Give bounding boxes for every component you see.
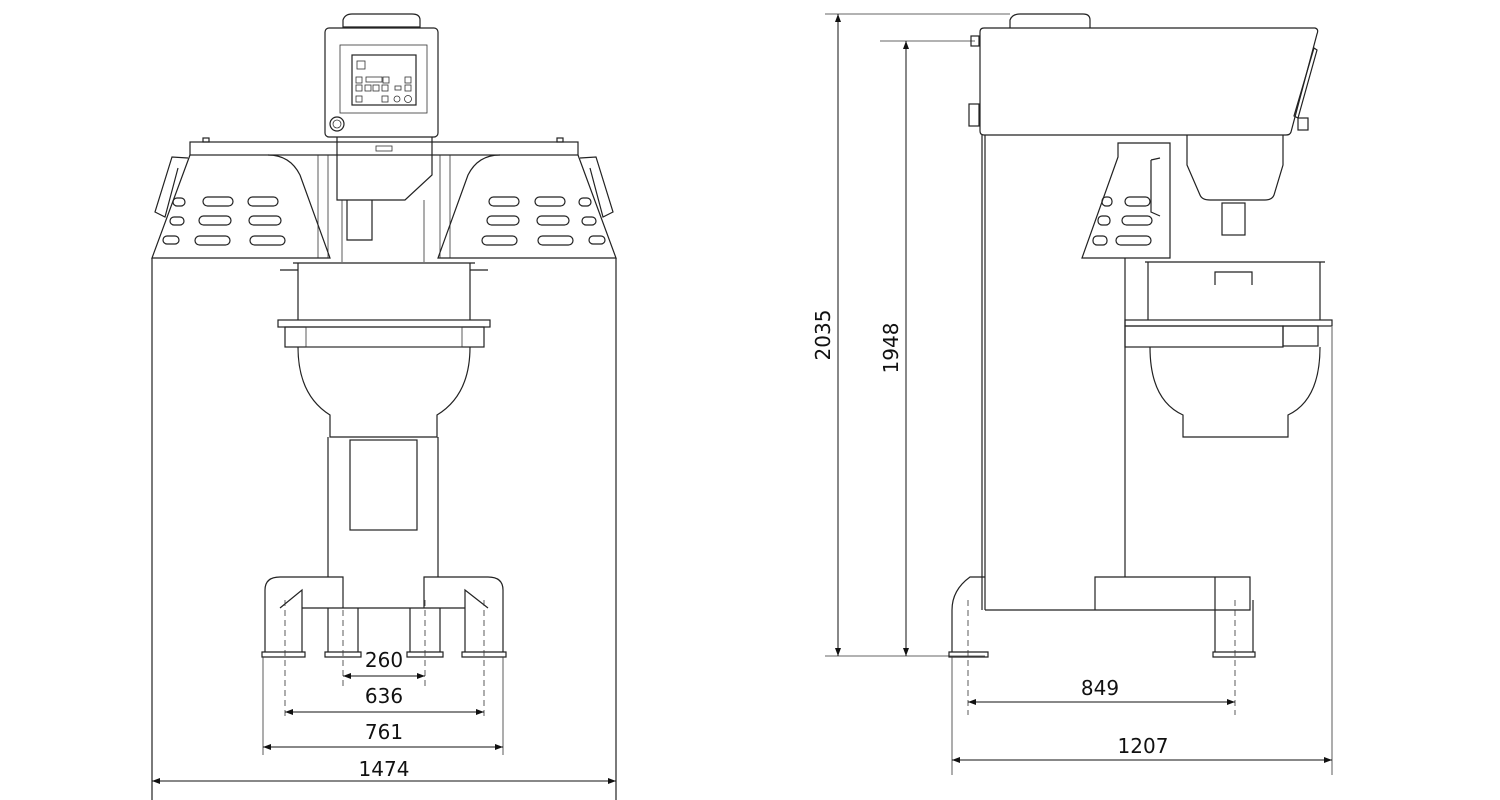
side-hopper [1186, 135, 1284, 201]
bowl [297, 346, 471, 438]
control-display [351, 54, 417, 106]
tray [277, 319, 491, 328]
side-base [951, 576, 1254, 652]
side-tray [1124, 319, 1333, 327]
dimension-label-636: 636 [365, 684, 403, 708]
dimension-label-761: 761 [365, 720, 403, 744]
side-top-handle [1009, 13, 1091, 28]
column [327, 437, 439, 577]
dimension-label-2035: 2035 [811, 310, 835, 361]
dimension-label-1474: 1474 [359, 757, 410, 781]
side-guard [1081, 142, 1171, 259]
guard-vents [162, 196, 606, 246]
feet [261, 651, 507, 658]
control-buttons [355, 60, 412, 103]
side-head [979, 27, 1319, 136]
base [264, 576, 504, 609]
top-handle [342, 13, 421, 28]
dimension-label-1948: 1948 [879, 323, 903, 374]
side-view: 2035 1948 849 1207 [811, 13, 1333, 775]
side-guard-vents [1092, 196, 1153, 246]
dimension-label-260: 260 [365, 648, 403, 672]
legs [264, 608, 504, 652]
front-view: 260 636 761 1474 [151, 13, 617, 800]
top-bar [189, 141, 579, 156]
side-column [981, 135, 1126, 610]
hopper [336, 137, 433, 201]
selector-knob [329, 116, 345, 132]
right-guard [437, 154, 617, 259]
dimension-label-1207: 1207 [1118, 734, 1169, 758]
side-bowl-top [1145, 261, 1325, 320]
dimension-label-849: 849 [1081, 676, 1119, 700]
safety-zone-outline [151, 258, 617, 800]
control-box [324, 27, 439, 138]
left-guard [151, 154, 331, 259]
side-bowl [1149, 346, 1321, 438]
bowl-top [280, 262, 488, 320]
control-panel [339, 44, 428, 114]
